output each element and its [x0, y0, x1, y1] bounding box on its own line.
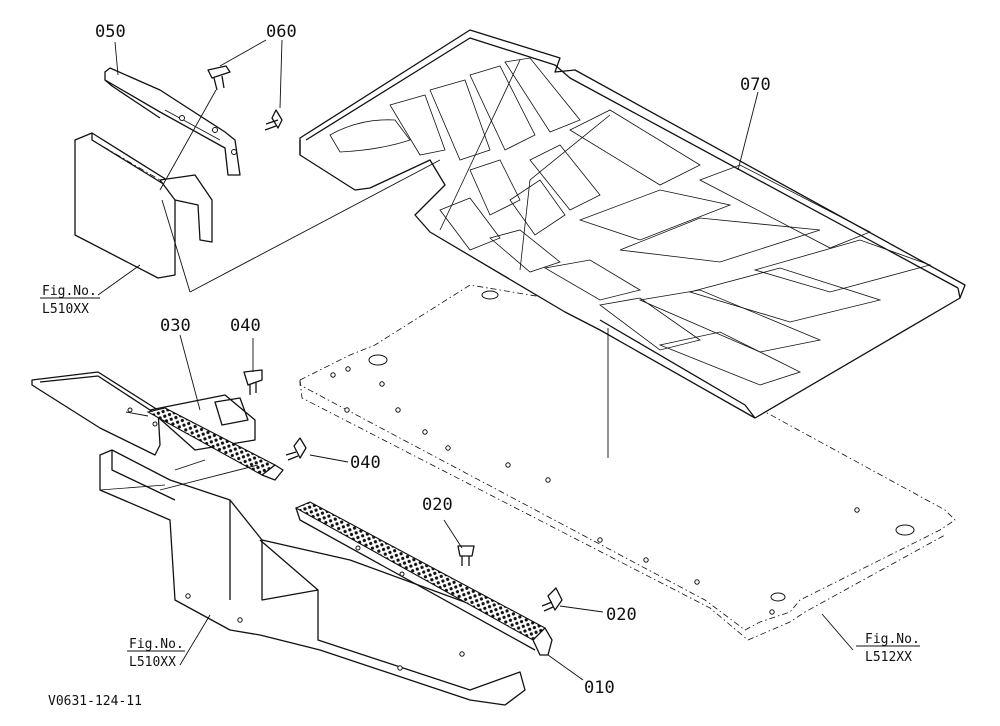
label-040-top: 040: [230, 316, 261, 336]
screws-060: [207, 65, 283, 131]
screw-020-a: [457, 545, 475, 566]
floor-plate-holes: [330, 290, 915, 615]
label-020-right: 020: [606, 605, 637, 625]
fig-ref-label: Fig.No.: [129, 637, 184, 652]
screw-040-b: [285, 437, 307, 461]
cover-plate-050: [104, 67, 241, 176]
fig-ref-label: Fig.No.: [865, 632, 920, 647]
fig-ref-number: L512XX: [865, 650, 912, 665]
figure-ref-top-left: Fig.No. L510XX: [40, 284, 100, 317]
label-030: 030: [160, 316, 191, 336]
label-040-mid: 040: [350, 453, 381, 473]
floor-mat-070: [299, 29, 966, 419]
label-060: 060: [266, 22, 297, 42]
fig-ref-number: L510XX: [129, 655, 176, 670]
label-050: 050: [95, 22, 126, 42]
figure-ref-bottom-left: Fig.No. L510XX: [127, 637, 185, 670]
leader-lines: [97, 39, 854, 681]
screw-040-a: [243, 369, 263, 395]
bracket-top-left: [74, 132, 213, 279]
floor-plate-outline: [299, 284, 956, 641]
fig-ref-label: Fig.No.: [42, 284, 97, 299]
step-030: [31, 371, 284, 481]
screw-020-b: [541, 587, 563, 612]
drawing-code: V0631-124-11: [48, 694, 142, 709]
fig-ref-number: L510XX: [42, 302, 89, 317]
label-020-top: 020: [422, 495, 453, 515]
label-010: 010: [584, 678, 615, 698]
part-labels: 050 060 070 030 040 040 020 020 010: [95, 22, 771, 698]
step-010: [294, 501, 553, 656]
bottom-frame: [99, 449, 526, 706]
figure-ref-bottom-right: Fig.No. L512XX: [856, 632, 920, 665]
label-070: 070: [740, 75, 771, 95]
floor-mat-ribs: [329, 57, 932, 386]
